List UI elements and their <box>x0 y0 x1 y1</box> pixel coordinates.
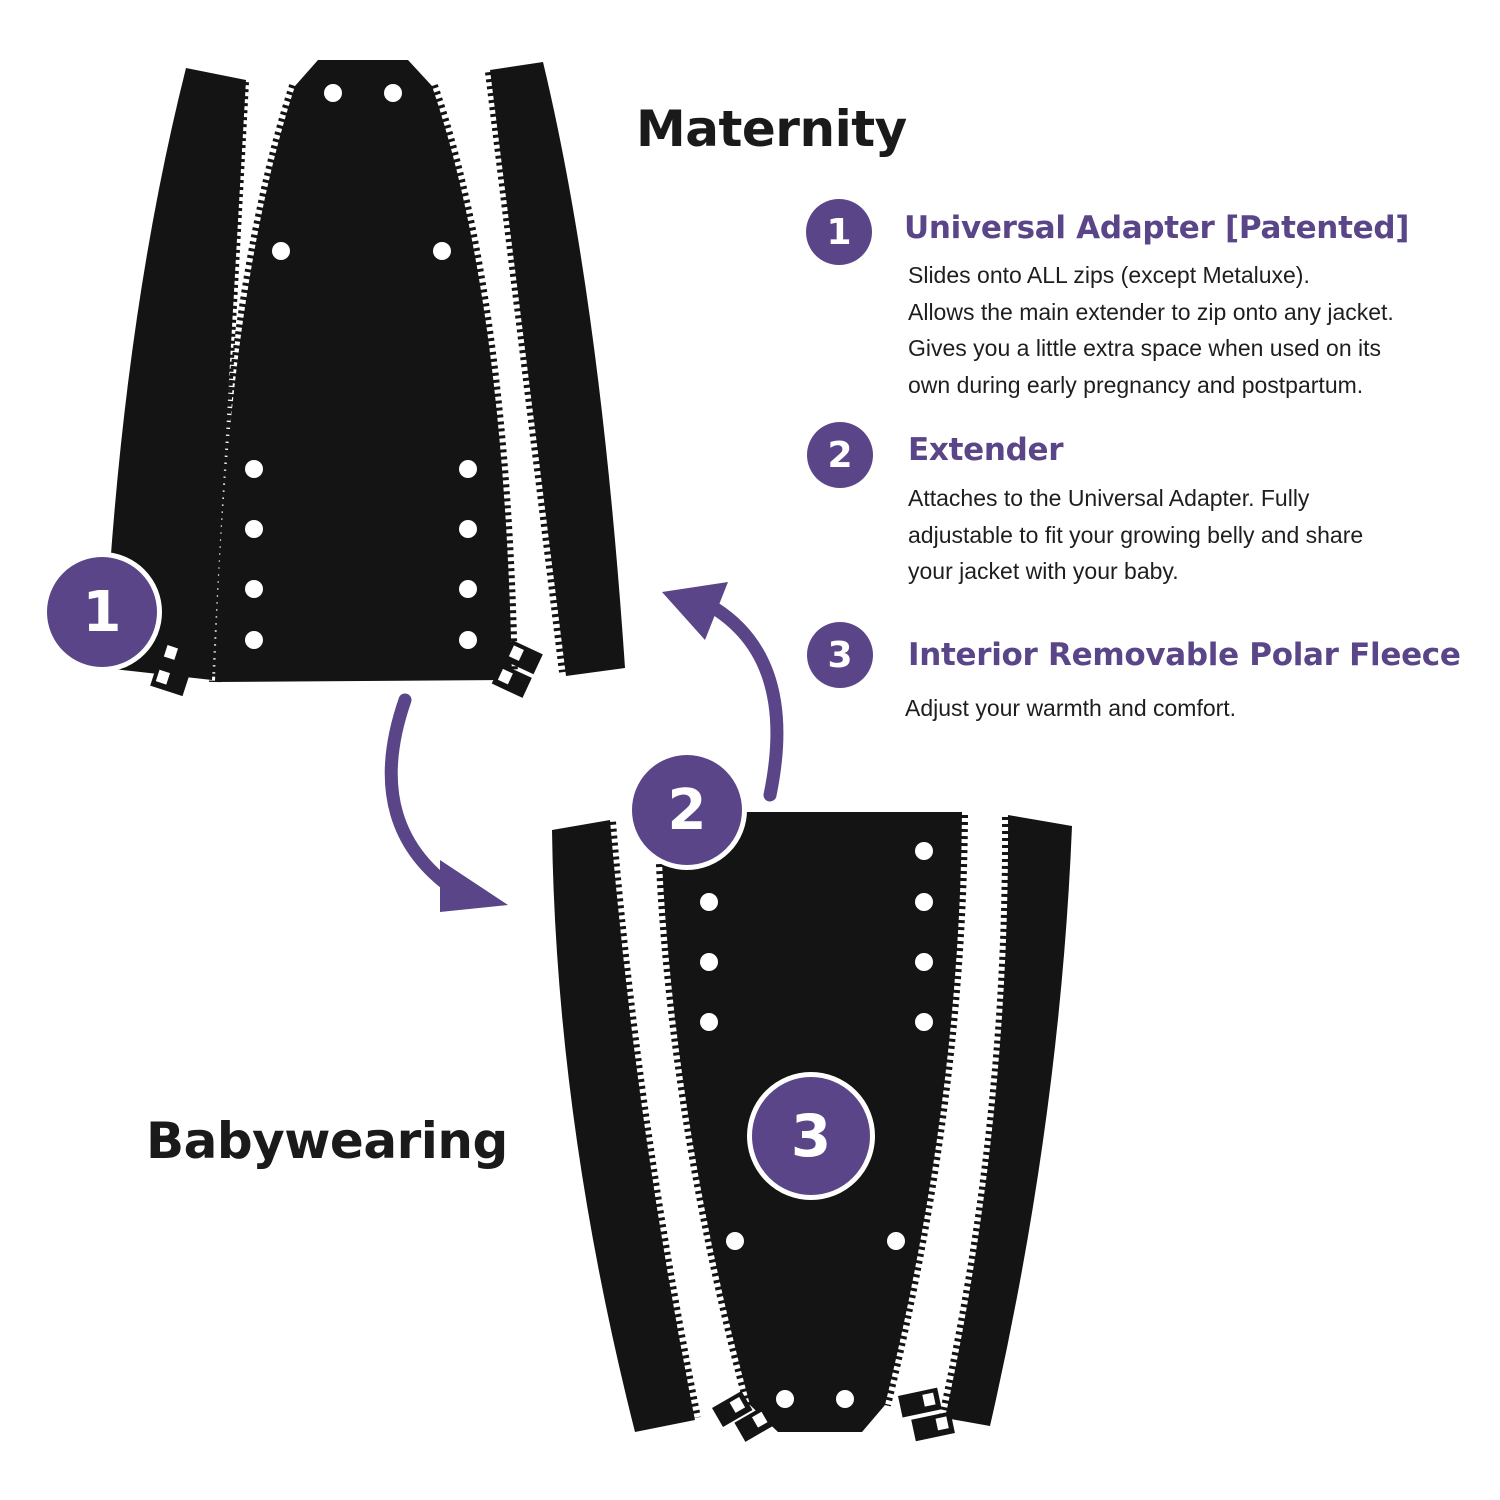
legend-description: Slides onto ALL zips (except Metaluxe). … <box>908 257 1394 403</box>
maternity-title: Maternity <box>636 100 907 158</box>
extender-panel-maternity <box>215 60 512 682</box>
zipper-teeth-left <box>207 81 249 677</box>
jacket-left-panel <box>104 68 246 680</box>
fleece-badge: 3 <box>747 1072 875 1200</box>
snap-buttons <box>700 842 933 1408</box>
description-line: your jacket with your baby. <box>908 558 1179 584</box>
legend-title: Extender <box>908 432 1064 468</box>
adapter-badge: 1 <box>42 552 162 672</box>
description-line: adjustable to fit your growing belly and… <box>908 521 1364 548</box>
description-line: own during early pregnancy and postpartu… <box>908 371 1364 398</box>
legend-badge-3: 3 <box>807 622 873 688</box>
legend-description: Adjust your warmth and comfort. <box>905 690 1236 727</box>
snap-buttons <box>245 84 477 649</box>
zipper-pull-icon <box>898 1387 955 1442</box>
jacket-right-panel <box>490 62 625 676</box>
badge-number: 1 <box>82 579 122 645</box>
description-line: Slides onto ALL zips (except Metaluxe). <box>908 262 1310 288</box>
description-line: Gives you a little extra space when used… <box>908 335 1382 361</box>
zipper-pull-icon <box>712 1391 775 1442</box>
maternity-configuration <box>104 60 625 698</box>
zipper-pull-icon <box>491 640 543 698</box>
babywearing-title: Babywearing <box>146 1112 508 1170</box>
description-line: Allows the main extender to zip onto any… <box>908 298 1394 325</box>
legend-title: Universal Adapter [Patented] <box>904 210 1410 246</box>
jacket-left-panel <box>552 820 695 1432</box>
description-line: Attaches to the Universal Adapter. Fully <box>908 485 1310 511</box>
badge-number: 3 <box>790 1102 832 1170</box>
badge-number: 2 <box>667 777 707 843</box>
legend-badge-1: 1 <box>806 199 872 265</box>
zipper-pull-icon <box>150 640 198 697</box>
legend-description: Attaches to the Universal Adapter. Fully… <box>908 480 1363 590</box>
extender-badge: 2 <box>627 750 747 870</box>
description-line: Adjust your warmth and comfort. <box>905 695 1237 721</box>
legend-title: Interior Removable Polar Fleece <box>908 637 1461 673</box>
curved-arrow-down-icon <box>384 693 508 912</box>
curved-arrow-up-icon <box>662 582 784 802</box>
legend-badge-2: 2 <box>807 422 873 488</box>
